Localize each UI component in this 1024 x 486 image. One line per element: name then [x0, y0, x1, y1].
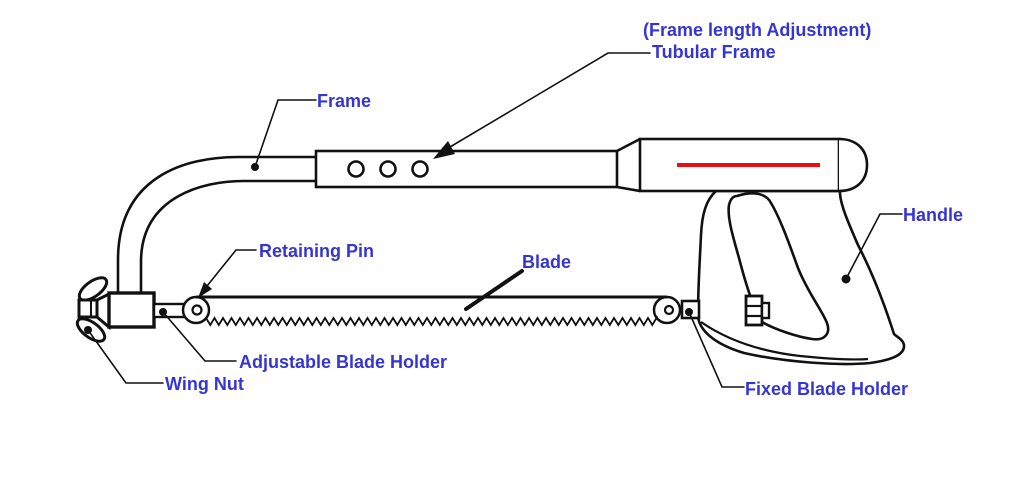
- label-adjustable-blade-holder: Adjustable Blade Holder: [239, 352, 448, 372]
- frame-leader-dot: [251, 163, 259, 171]
- blade-leader-line: [464, 269, 524, 311]
- frame-leader-line: [254, 99, 317, 168]
- retaining-pin-leader-line: [206, 249, 257, 287]
- adjustment-hole-3: [411, 160, 429, 178]
- frame-bow: [116, 155, 318, 295]
- blade-right-hole: [663, 304, 675, 316]
- wing-nut-leader-line: [87, 329, 164, 384]
- label-tubular-frame: (Frame length Adjustment) Tubular Frame: [643, 19, 871, 63]
- leader-lines: [87, 52, 903, 388]
- label-wing-nut: Wing Nut: [165, 374, 244, 394]
- adjustment-hole-1: [347, 160, 365, 178]
- handle-grip: [696, 189, 906, 366]
- wing-nut-leader-dot: [84, 326, 92, 334]
- wing-nut-upper-wing: [77, 276, 109, 302]
- wing-nut-shaft: [77, 298, 100, 319]
- adjustable-holder-block: [107, 291, 156, 329]
- adjustable-holder-leader-line: [162, 311, 237, 362]
- label-retaining-pin: Retaining Pin: [259, 241, 375, 261]
- adjustable-holder-leader-dot: [159, 308, 167, 316]
- label-tubular-frame-text: Tubular Frame: [652, 42, 776, 62]
- label-blade: Blade: [522, 252, 572, 272]
- tubular-frame-tube: [314, 149, 619, 189]
- fixed-holder-leader-line: [688, 311, 745, 388]
- grip-bolt: [744, 294, 771, 327]
- handle-taper: [616, 137, 641, 193]
- label-handle: Handle: [903, 205, 964, 225]
- blade: [181, 295, 682, 327]
- adjustment-hole-2: [379, 160, 397, 178]
- tubular-frame-leader-line: [449, 52, 651, 148]
- tubular-frame: [314, 149, 619, 189]
- leader-markers: [84, 141, 851, 334]
- retaining-pin-hole: [191, 304, 203, 316]
- blade-teeth: [205, 315, 658, 327]
- retaining-pin-arrowhead: [198, 282, 212, 298]
- handle-end-cap: [838, 137, 869, 193]
- adjustable-blade-holder: [107, 291, 192, 329]
- handle-leader-dot: [841, 274, 851, 284]
- tubular-frame-arrowhead: [433, 141, 455, 159]
- label-frame: Frame: [317, 91, 372, 111]
- handle-leader-line: [845, 213, 903, 280]
- wing-nut-collar: [95, 291, 111, 331]
- label-frame-length-adjustment-text: (Frame length Adjustment): [643, 20, 872, 40]
- fixed-holder-leader-dot: [685, 308, 693, 316]
- grip-base-accent: [700, 321, 869, 361]
- label-fixed-blade-holder: Fixed Blade Holder: [745, 379, 909, 399]
